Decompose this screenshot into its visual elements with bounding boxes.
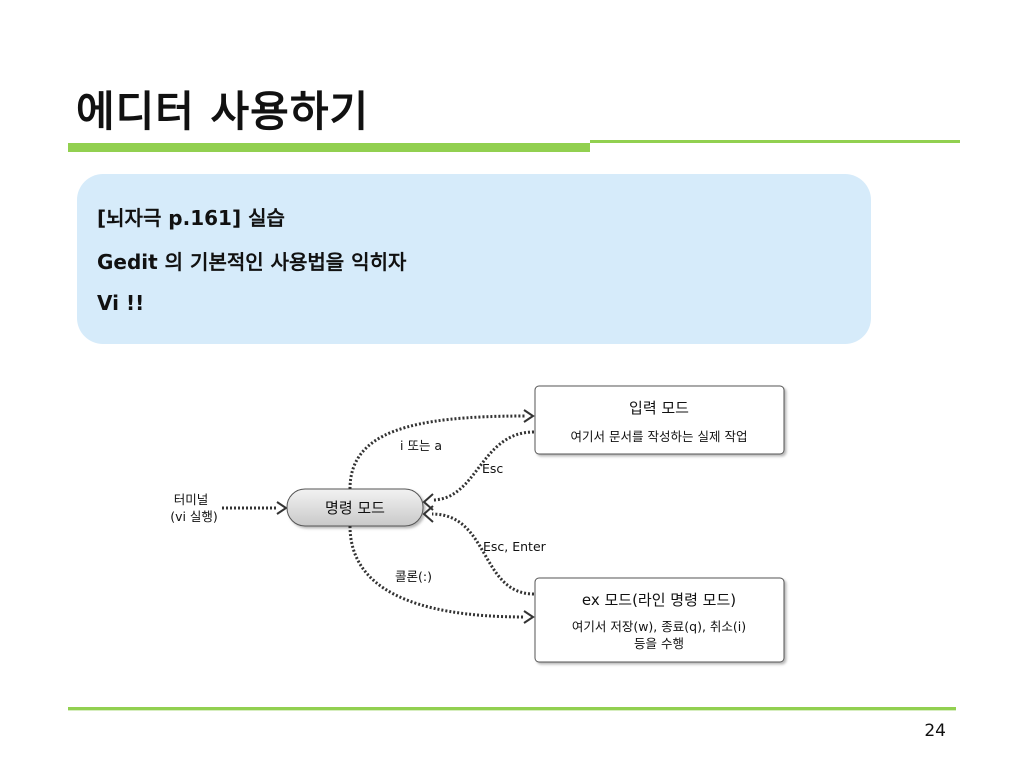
insert-mode-desc: 여기서 문서를 작성하는 실제 작업 bbox=[571, 429, 748, 444]
terminal-to-command-arrow bbox=[222, 501, 288, 515]
ex-to-command-arrow bbox=[422, 505, 535, 596]
ex-mode-desc-line1: 여기서 저장(w), 종료(q), 취소(i) bbox=[572, 619, 746, 634]
footer-rule-shadow bbox=[68, 710, 956, 711]
command-to-insert-arrow bbox=[348, 409, 535, 490]
title-underline-thin bbox=[590, 140, 960, 143]
command-to-ex-arrow bbox=[348, 525, 535, 624]
slide-title: 에디터 사용하기 bbox=[76, 87, 370, 136]
edge-label-colon: 콜론(:) bbox=[395, 569, 432, 584]
terminal-label-line1: 터미널 bbox=[174, 492, 209, 507]
command-mode-label: 명령 모드 bbox=[325, 499, 385, 517]
edge-label-esc-enter: Esc, Enter bbox=[483, 539, 547, 554]
edge-label-i-or-a: i 또는 a bbox=[400, 438, 442, 453]
callout-line-3: Vi !! bbox=[97, 291, 145, 315]
title-underline-thick bbox=[68, 143, 590, 152]
terminal-label-line2: (vi 실행) bbox=[170, 509, 218, 524]
edge-label-esc: Esc bbox=[482, 461, 503, 476]
ex-mode-desc-line2: 등을 수행 bbox=[634, 636, 684, 651]
insert-mode-node: 입력 모드 여기서 문서를 작성하는 실제 작업 bbox=[534, 385, 785, 455]
footer-rule bbox=[68, 707, 956, 710]
callout-line-2: Gedit 의 기본적인 사용법을 익히자 bbox=[97, 250, 407, 274]
vi-mode-diagram: 터미널 (vi 실행) 명령 모드 입력 모드 여기서 문서를 작성하는 실제 … bbox=[150, 372, 800, 682]
callout-box: [뇌자극 p.161] 실습 Gedit 의 기본적인 사용법을 익히자 Vi … bbox=[77, 174, 871, 344]
callout-line-1: [뇌자극 p.161] 실습 bbox=[97, 206, 285, 230]
command-mode-node: 명령 모드 bbox=[286, 488, 424, 527]
ex-mode-title: ex 모드(라인 명령 모드) bbox=[582, 591, 736, 609]
page-number: 24 bbox=[924, 721, 946, 741]
insert-mode-title: 입력 모드 bbox=[629, 399, 689, 417]
ex-mode-node: ex 모드(라인 명령 모드) 여기서 저장(w), 종료(q), 취소(i) … bbox=[534, 577, 785, 663]
